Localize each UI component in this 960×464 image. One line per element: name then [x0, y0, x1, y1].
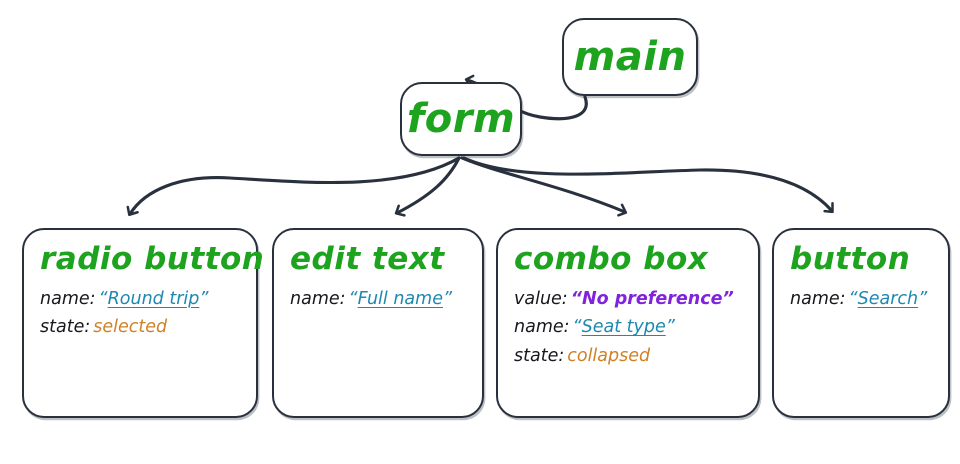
- edge-form-to-combo-box: [460, 156, 628, 217]
- close-quote: ”: [722, 289, 734, 309]
- edge-form-to-radio-button: [126, 156, 461, 216]
- close-quote: ”: [199, 289, 209, 309]
- node-button-attrs: name:“Search”: [790, 285, 948, 313]
- attribute-row: name:“Seat type”: [514, 313, 758, 341]
- attribute-key: state:: [514, 345, 565, 366]
- attribute-row: name:“Round trip”: [40, 285, 256, 313]
- attribute-value: “Search”: [849, 289, 928, 309]
- node-radio-button[interactable]: radio button name:“Round trip”state:sele…: [22, 228, 265, 418]
- attribute-value: collapsed: [567, 345, 651, 366]
- attribute-value-text: No preference: [581, 289, 723, 309]
- attribute-row: state:collapsed: [514, 342, 758, 370]
- attribute-row: value:“No preference”: [514, 285, 758, 313]
- attribute-value: “Full name”: [349, 289, 453, 309]
- node-main-role: main: [573, 34, 687, 80]
- node-button[interactable]: button name:“Search”: [772, 228, 950, 418]
- node-edit-text-attrs: name:“Full name”: [290, 285, 482, 313]
- open-quote: “: [570, 289, 582, 309]
- attribute-key: name:: [290, 289, 346, 309]
- attribute-row: name:“Search”: [790, 285, 948, 313]
- node-combo-box[interactable]: combo box value:“No preference”name:“Sea…: [496, 228, 760, 418]
- open-quote: “: [848, 289, 858, 309]
- node-radio-button-role: radio button: [40, 241, 265, 277]
- close-quote: ”: [918, 289, 928, 309]
- attribute-value: “No preference”: [571, 289, 734, 309]
- node-combo-box-role: combo box: [514, 241, 709, 277]
- attribute-value-text: Seat type: [581, 317, 666, 338]
- attribute-value: selected: [93, 317, 168, 338]
- open-quote: “: [98, 289, 108, 309]
- attribute-key: state:: [40, 317, 91, 338]
- attribute-row: name:“Full name”: [290, 285, 482, 313]
- attribute-value-text: Round trip: [107, 289, 200, 309]
- attribute-value-text: Full name: [357, 289, 443, 309]
- attribute-value-text: Search: [857, 289, 919, 309]
- attribute-key: name:: [40, 289, 96, 309]
- close-quote: ”: [442, 289, 453, 309]
- node-edit-text[interactable]: edit text name:“Full name”: [272, 228, 484, 418]
- node-combo-box-attrs: value:“No preference”name:“Seat type”sta…: [514, 285, 758, 370]
- node-main[interactable]: main: [562, 18, 698, 96]
- attribute-key: name:: [790, 289, 846, 309]
- node-radio-button-attrs: name:“Round trip”state:selected: [40, 285, 256, 342]
- node-edit-text-role: edit text: [290, 241, 445, 277]
- attribute-value: “Round trip”: [99, 289, 209, 309]
- attribute-key: name:: [514, 317, 570, 338]
- open-quote: “: [572, 317, 582, 338]
- close-quote: ”: [665, 317, 675, 338]
- attribute-row: state:selected: [40, 313, 256, 341]
- node-button-role: button: [790, 241, 911, 277]
- node-form-role: form: [406, 96, 516, 142]
- edge-form-to-edit-text: [394, 156, 461, 217]
- attribute-value: “Seat type”: [573, 317, 675, 337]
- open-quote: “: [348, 289, 358, 309]
- edge-form-to-button: [462, 156, 834, 214]
- attribute-key: value:: [514, 289, 568, 309]
- node-form[interactable]: form: [400, 82, 522, 156]
